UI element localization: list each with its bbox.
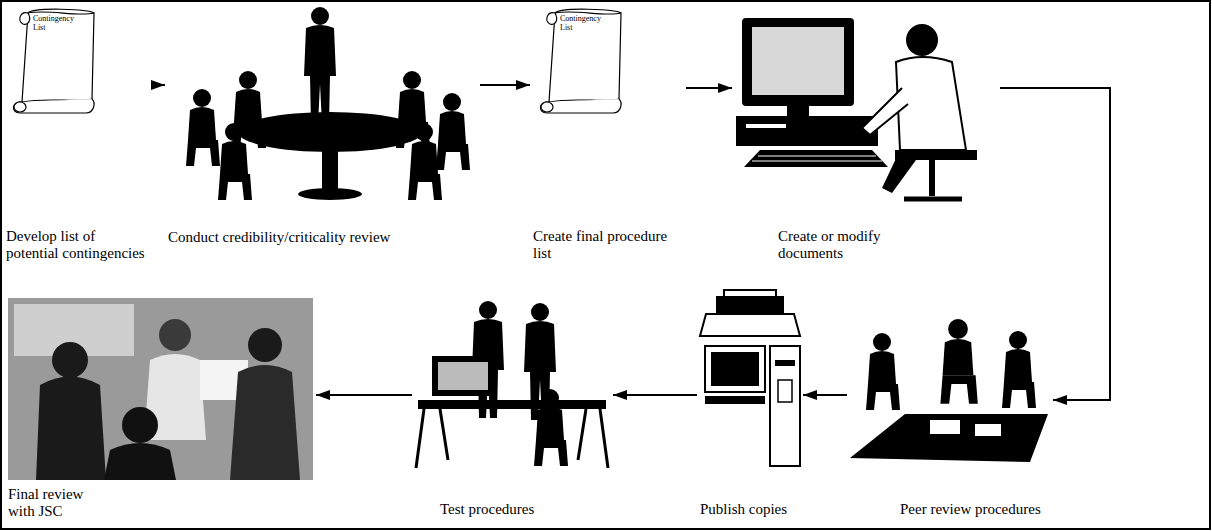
computer-user-clipart (904, 197, 962, 202)
meeting-clipart (408, 123, 442, 200)
computer-user-clipart (736, 116, 878, 146)
scroll-icon (540, 9, 621, 113)
step-caption-block: Create or modify documents (778, 228, 908, 262)
review-photo (36, 377, 106, 481)
test-bench-clipart (416, 301, 608, 468)
review-photo (104, 443, 176, 480)
computer-user-clipart (862, 88, 908, 135)
printer-computer-clipart (778, 380, 792, 402)
process-step: Test procedures (412, 297, 613, 521)
review-photo (159, 319, 191, 351)
label-holder: Contingency List (33, 14, 81, 32)
review-photo (52, 342, 88, 378)
step-caption-block: Final review with JSC (8, 486, 108, 520)
peer-review-clipart (940, 319, 977, 404)
computer-user-clipart (736, 18, 977, 199)
test-bench-clipart (438, 362, 488, 390)
meeting-clipart (186, 7, 470, 200)
peer-review-clipart (866, 333, 900, 410)
process-step: Create or modify documents (732, 2, 1000, 265)
scroll-icon (540, 9, 621, 113)
review-photo (8, 298, 313, 480)
printer-computer-clipart (724, 290, 776, 296)
step-caption-block: Conduct credibility/criticality review (168, 229, 390, 246)
step-caption-block: Test procedures (440, 501, 534, 518)
printer-computer-clipart (705, 346, 765, 392)
meeting-clipart (218, 123, 252, 200)
computer-user-clipart (752, 156, 882, 161)
computer-user-clipart (752, 27, 844, 95)
peer-review-clipart (930, 420, 960, 434)
process-step: Conduct credibility/criticality review (165, 2, 480, 249)
computer-user-clipart (895, 150, 977, 160)
flow-arrow (803, 394, 847, 396)
flow-arrow (686, 87, 732, 89)
peer-review-clipart (975, 424, 1001, 436)
test-bench-clipart (416, 409, 608, 468)
review-photo (248, 328, 282, 362)
printer-computer-clipart (705, 396, 765, 404)
peer-review-clipart (850, 319, 1048, 462)
meeting-clipart (436, 93, 470, 170)
step-caption: Peer review procedures (900, 501, 1041, 518)
review-photo (230, 365, 300, 480)
process-step: Publish copies (697, 287, 803, 521)
step-caption-block: Develop list of potential contingencies (6, 228, 151, 262)
printer-computer-clipart (770, 346, 800, 466)
computer-user-clipart (744, 150, 888, 167)
computer-user-clipart (746, 124, 786, 128)
test-bench-clipart (432, 356, 494, 396)
document-title: Contingency List (560, 14, 608, 32)
step-caption-block: Publish copies (700, 501, 787, 518)
meeting-clipart (322, 140, 338, 192)
process-step: Create final procedure list (530, 2, 686, 265)
printer-computer-clipart (700, 314, 800, 336)
process-step: Develop list of potential contingencies (3, 2, 154, 265)
step-caption: Publish copies (700, 501, 787, 518)
test-bench-clipart (418, 400, 606, 409)
meeting-clipart (186, 89, 220, 166)
peer-review-clipart (850, 414, 1048, 462)
step-caption-block: Peer review procedures (900, 501, 1041, 518)
flow-arrow (1000, 88, 1110, 400)
flow-arrow (154, 84, 165, 86)
scroll-icon (13, 9, 94, 113)
document-title: Contingency List (33, 14, 81, 32)
flow-arrow (613, 394, 697, 396)
meeting-clipart (304, 7, 336, 124)
flow-arrow (480, 84, 530, 86)
printer-computer-clipart (700, 290, 800, 466)
computer-user-clipart (742, 18, 854, 106)
test-bench-clipart (534, 389, 568, 466)
computer-user-clipart (906, 24, 938, 56)
printer-computer-clipart (716, 296, 784, 314)
label-holder: Contingency List (560, 14, 608, 32)
meeting-clipart (298, 188, 362, 200)
review-photo (122, 407, 158, 443)
step-caption: Create final procedure list (533, 228, 683, 262)
process-step: Final review with JSC (5, 295, 316, 523)
step-caption: Conduct credibility/criticality review (168, 229, 390, 246)
review-photo (8, 298, 313, 480)
scroll-icon (13, 9, 94, 113)
process-step: Peer review procedures (847, 297, 1053, 521)
printer-computer-clipart (711, 352, 759, 386)
step-caption: Create or modify documents (778, 228, 908, 262)
peer-review-clipart (1002, 331, 1036, 408)
computer-user-clipart (929, 160, 935, 196)
step-caption: Final review with JSC (8, 486, 108, 520)
computer-user-clipart (787, 106, 809, 116)
step-caption: Test procedures (440, 501, 534, 518)
step-caption: Develop list of potential contingencies (6, 228, 151, 262)
printer-computer-clipart (775, 360, 795, 366)
flow-arrow (316, 394, 412, 396)
step-caption-block: Create final procedure list (533, 228, 683, 262)
